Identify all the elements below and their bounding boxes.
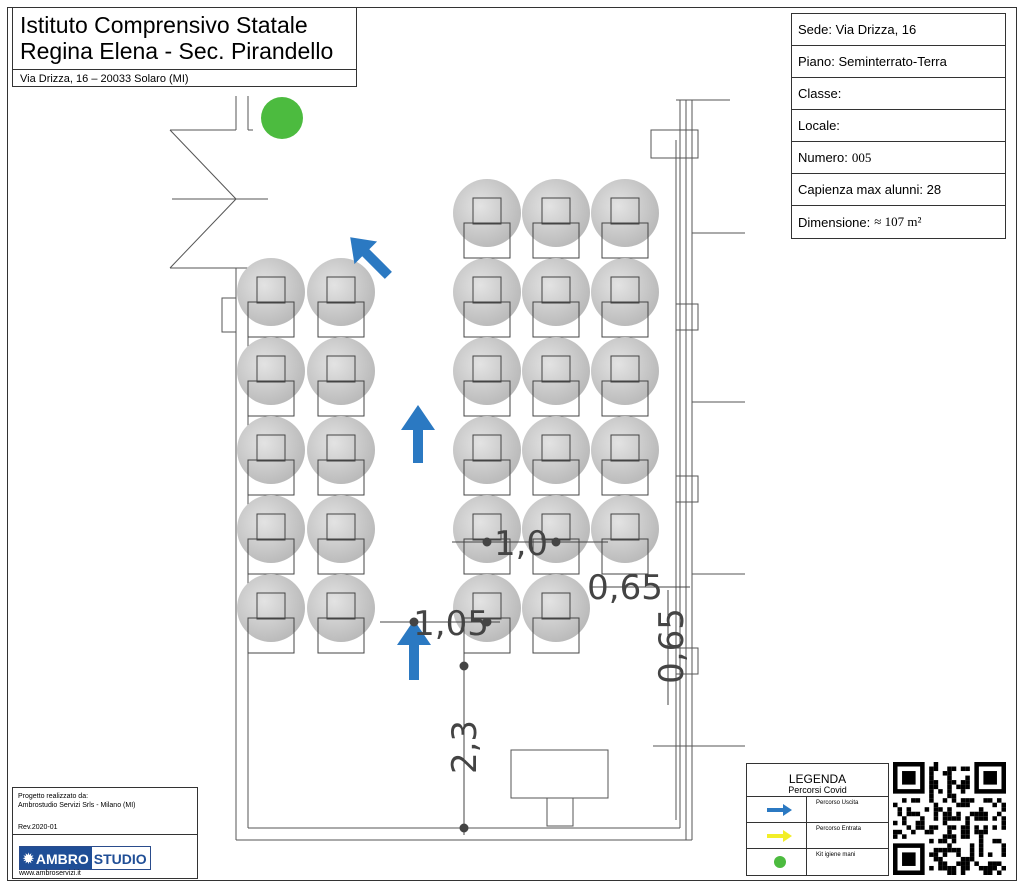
yellow-arrow-icon [767, 830, 792, 842]
website-link[interactable]: www.ambroservizi.it [19, 870, 81, 877]
student-desk [237, 574, 305, 654]
student-desk [591, 416, 659, 496]
teacher-desk [510, 749, 609, 827]
student-desk [522, 179, 590, 259]
drawing-sheet [7, 7, 1017, 881]
dim-desk-spacing-v: 0,65 [652, 608, 692, 684]
sun-icon: ✹ [23, 851, 34, 866]
info-classe: Classe: [792, 78, 1005, 110]
student-desks [237, 179, 659, 654]
student-desk [307, 337, 375, 417]
student-desk [591, 337, 659, 417]
exit-arrow-up-2 [397, 620, 431, 680]
dimension-lines [380, 537, 690, 835]
student-desk [591, 258, 659, 338]
student-desk [307, 574, 375, 654]
student-desk [307, 258, 375, 338]
exit-route-arrows [350, 237, 435, 680]
info-piano: Piano: Seminterrato-Terra [792, 46, 1005, 78]
credits-block: Progetto realizzato da: Ambrostudio Serv… [12, 787, 198, 879]
school-section: Regina Elena - Sec. Pirandello [20, 38, 334, 64]
revision: Rev.2020-01 [18, 824, 58, 831]
student-desk [522, 574, 590, 654]
student-desk [453, 258, 521, 338]
school-address: Via Drizza, 16 – 20033 Solaro (MI) [20, 73, 189, 85]
student-desk [237, 416, 305, 496]
student-desk [307, 416, 375, 496]
school-name: Istituto Comprensivo Statale [20, 12, 308, 38]
title-divider [13, 69, 356, 70]
info-capienza: Capienza max alunni: 28 [792, 174, 1005, 206]
student-desk [522, 337, 590, 417]
credit-line-1: Progetto realizzato da: [18, 793, 89, 800]
info-sede: Sede: Via Drizza, 16 [792, 14, 1005, 46]
student-desk [522, 416, 590, 496]
legend-item-exit: Percorso Uscita [747, 796, 888, 823]
dim-desk-spacing-h: 0,65 [587, 568, 663, 608]
title-block: Istituto Comprensivo Statale Regina Elen… [12, 7, 357, 87]
legend-item-entry: Percorso Entrata [747, 822, 888, 849]
hygiene-kit-marker [261, 97, 303, 139]
dim-teacher-distance: 2,3 [445, 720, 485, 774]
legend-subtitle: Percorsi Covid [788, 785, 847, 795]
student-desk [453, 337, 521, 417]
qr-code[interactable] [893, 762, 1006, 875]
student-desk [522, 258, 590, 338]
exit-arrow-diagonal [350, 237, 392, 279]
info-numero: Numero:005 [792, 142, 1005, 174]
credit-divider [13, 834, 197, 835]
student-desk [307, 495, 375, 575]
student-desk [591, 179, 659, 259]
student-desk [237, 337, 305, 417]
dim-row-spacing: 1,05 [413, 604, 489, 644]
dim-aisle-width: 1,0 [494, 524, 548, 564]
blue-arrow-icon [767, 804, 792, 816]
info-locale: Locale: [792, 110, 1005, 142]
info-dimensione: Dimensione:≈ 107 m² [798, 214, 922, 230]
student-desk [591, 495, 659, 575]
legend-item-hygiene: Kit igiene mani [747, 848, 888, 875]
ambrostudio-logo: ✹AMBRO STUDIO [19, 846, 151, 870]
exit-arrow-up-1 [401, 405, 435, 463]
student-desk [237, 258, 305, 338]
student-desk [453, 179, 521, 259]
student-desk [237, 495, 305, 575]
credit-line-2: Ambrostudio Servizi Srls - Milano (MI) [18, 802, 136, 809]
student-desk [453, 416, 521, 496]
legend-title: LEGENDA [788, 772, 847, 786]
green-dot-icon [774, 856, 786, 868]
legend: LEGENDA Percorsi Covid Percorso Uscita P… [746, 763, 889, 876]
room-info-table: Sede: Via Drizza, 16 Piano: Seminterrato… [791, 13, 1006, 239]
